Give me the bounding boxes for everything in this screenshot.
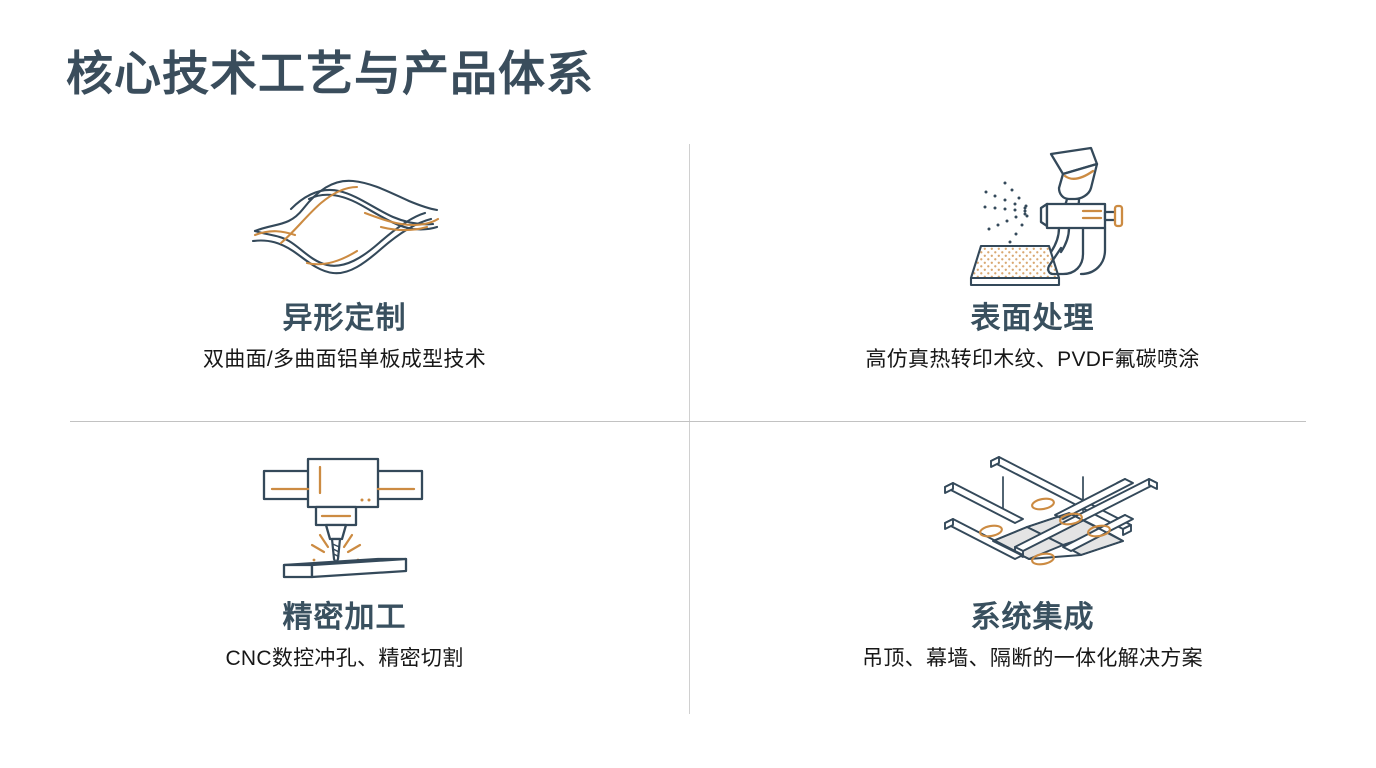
card-custom-shaping[interactable]: 异形定制 双曲面/多曲面铝单板成型技术 [0,130,689,421]
card-title: 精密加工 [282,601,407,634]
spray-gun-icon [928,146,1158,287]
card-subtitle: 高仿真热转印木纹、PVDF氟碳喷涂 [865,348,1200,371]
horizontal-divider [70,421,1306,422]
card-subtitle: CNC数控冲孔、精密切割 [225,647,464,670]
ceiling-grid-system-icon [924,449,1158,589]
wavy-layered-panels-icon [228,154,458,294]
card-system-integration[interactable]: 系统集成 吊顶、幕墙、隔断的一体化解决方案 [689,421,1376,712]
page-title: 核心技术工艺与产品体系 [66,47,594,100]
card-title: 表面处理 [970,302,1095,335]
feature-card-grid: 异形定制 双曲面/多曲面铝单板成型技术 [0,130,1376,730]
card-subtitle: 吊顶、幕墙、隔断的一体化解决方案 [862,647,1203,670]
cnc-drill-icon [228,451,458,591]
card-title: 异形定制 [282,302,407,335]
card-subtitle: 双曲面/多曲面铝单板成型技术 [202,348,487,371]
card-precision-machining[interactable]: 精密加工 CNC数控冲孔、精密切割 [0,421,689,712]
card-title: 系统集成 [970,601,1095,634]
card-surface-treatment[interactable]: 表面处理 高仿真热转印木纹、PVDF氟碳喷涂 [689,130,1376,421]
vertical-divider [689,144,690,714]
